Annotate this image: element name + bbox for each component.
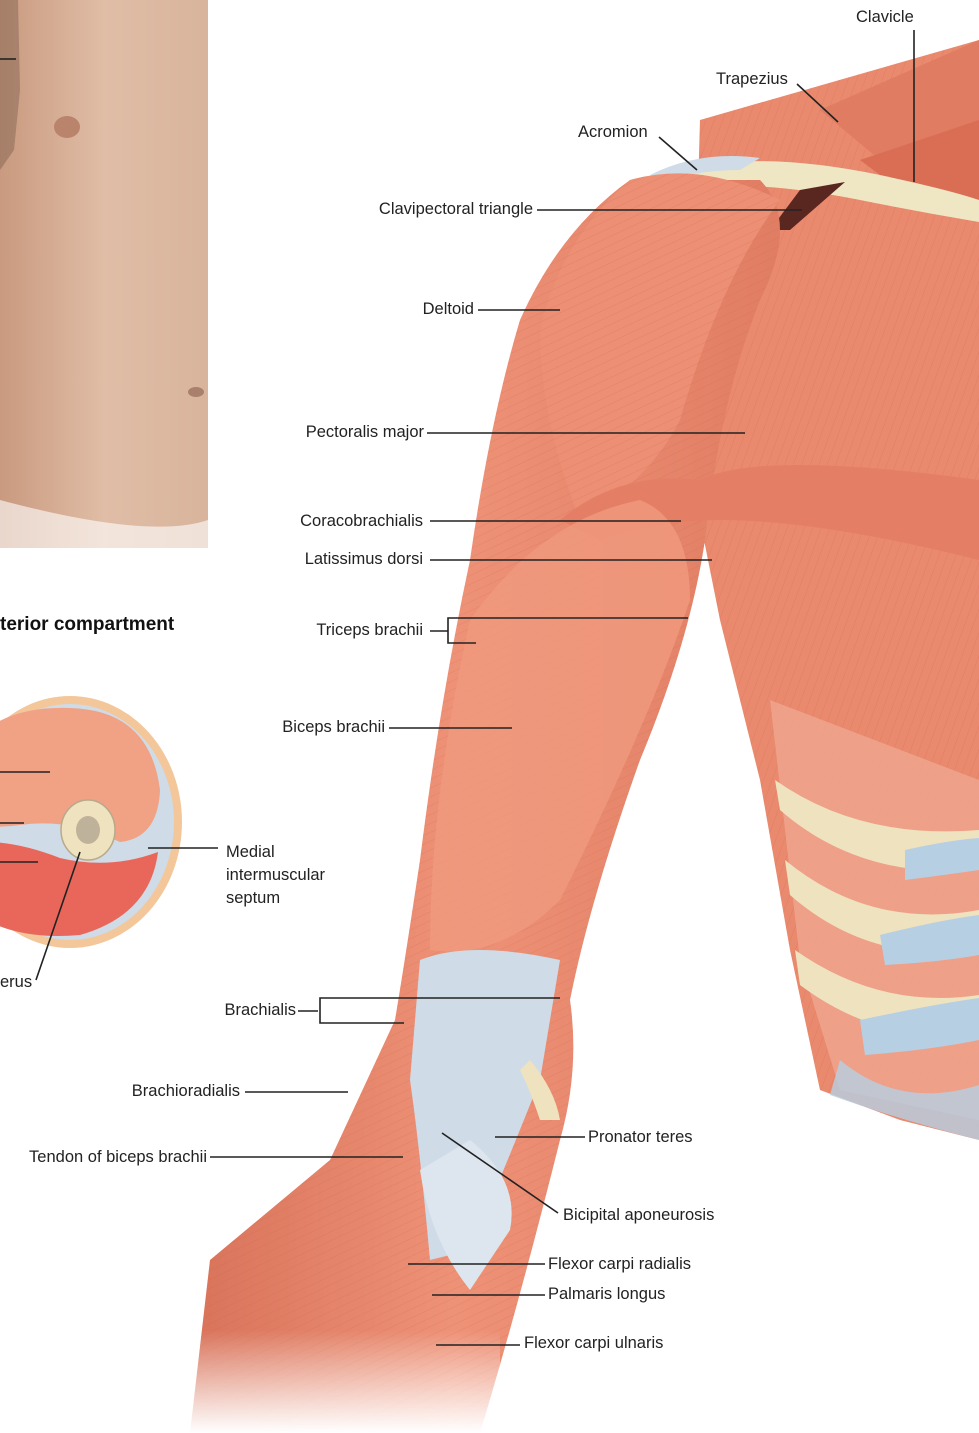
- label-coracobrachialis: Coracobrachialis: [300, 513, 423, 530]
- label-acromion: Acromion: [578, 124, 648, 141]
- section-heading: terior compartment: [0, 614, 174, 636]
- label-deltoid: Deltoid: [423, 301, 474, 318]
- label-trapezius: Trapezius: [716, 71, 788, 88]
- label-pectoralis-major: Pectoralis major: [306, 424, 424, 441]
- label-latissimus-dorsi: Latissimus dorsi: [305, 551, 423, 568]
- arm-cross-section: [0, 696, 182, 948]
- label-clavipectoral-triangle: Clavipectoral triangle: [379, 201, 533, 218]
- label-pronator-teres: Pronator teres: [588, 1129, 693, 1146]
- label-brachialis: Brachialis: [224, 1002, 296, 1019]
- septum-line-2: intermuscular: [226, 864, 325, 887]
- label-tendon-of-biceps-brachii: Tendon of biceps brachii: [29, 1149, 207, 1166]
- label-brachioradialis: Brachioradialis: [132, 1083, 240, 1100]
- label-bicipital-aponeurosis: Bicipital aponeurosis: [563, 1207, 714, 1224]
- torso-photo: [0, 0, 208, 548]
- label-triceps-brachii: Triceps brachii: [316, 622, 423, 639]
- label-biceps-brachii: Biceps brachii: [282, 719, 385, 736]
- septum-line-1: Medial: [226, 841, 325, 864]
- label-flexor-carpi-ulnaris: Flexor carpi ulnaris: [524, 1335, 663, 1352]
- label-palmaris-longus: Palmaris longus: [548, 1286, 665, 1303]
- label-clavicle: Clavicle: [856, 9, 914, 26]
- label-flexor-carpi-radialis: Flexor carpi radialis: [548, 1256, 691, 1273]
- label-humerus-partial: erus: [0, 974, 32, 991]
- septum-line-3: septum: [226, 887, 325, 910]
- label-medial-intermuscular-septum: Medial intermuscular septum: [226, 841, 325, 910]
